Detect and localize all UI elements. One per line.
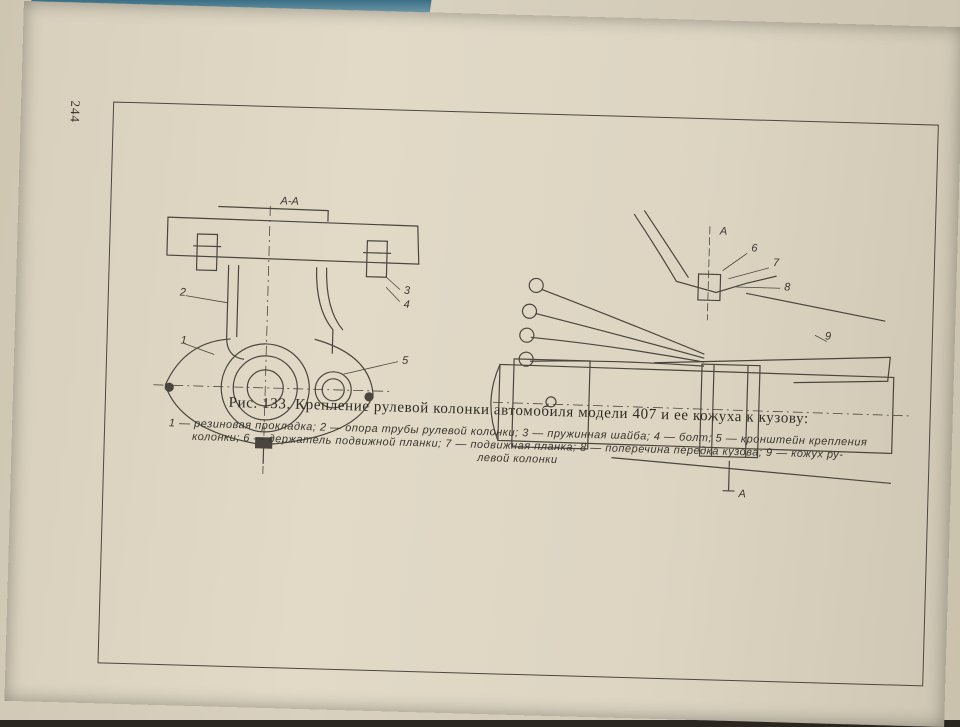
- section-label: А-А: [279, 195, 299, 208]
- section-mark-bottom: А: [737, 488, 746, 500]
- section-mark-top: А: [719, 226, 728, 238]
- book-page: 244: [4, 1, 960, 727]
- callout-4: 4: [403, 299, 409, 311]
- callout-7: 7: [773, 257, 780, 269]
- callout-1: 1: [180, 335, 186, 347]
- callout-6: 6: [751, 242, 758, 254]
- callout-2: 2: [179, 286, 186, 298]
- technical-drawing: А-А 1 2 3 4 5 6 7 8 9 А А: [4, 1, 960, 727]
- callout-8: 8: [784, 281, 791, 293]
- callout-3: 3: [404, 285, 411, 297]
- callout-9: 9: [825, 331, 831, 343]
- callout-5: 5: [402, 355, 409, 367]
